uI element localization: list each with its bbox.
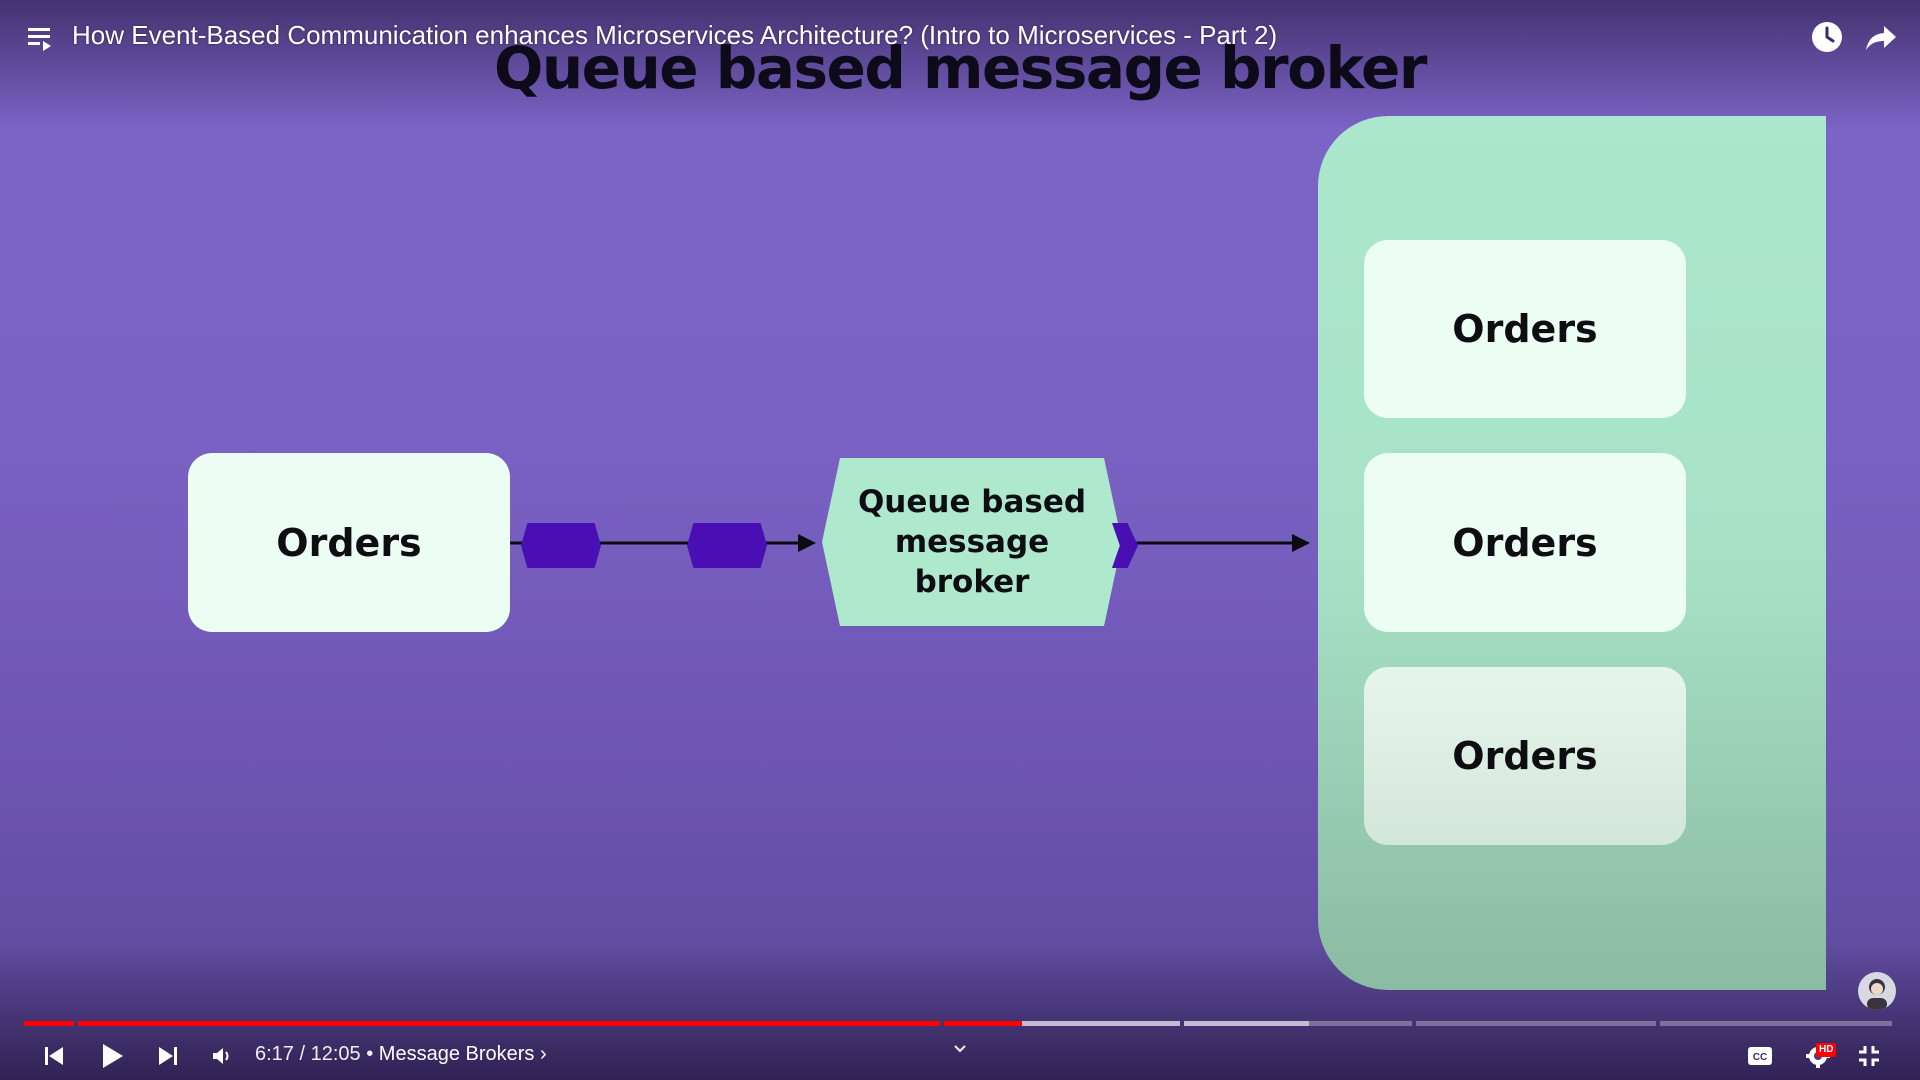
played-fill bbox=[944, 1021, 1022, 1026]
top-gradient-overlay bbox=[0, 0, 1920, 130]
current-time: 6:17 bbox=[255, 1043, 294, 1065]
consumer-orders-box: Orders bbox=[1364, 240, 1686, 418]
watch-later-icon bbox=[1812, 22, 1842, 52]
buffered-fill bbox=[1184, 1021, 1310, 1026]
chapter-segment[interactable] bbox=[1416, 1021, 1656, 1026]
watch-later-button[interactable] bbox=[1808, 18, 1846, 56]
producer-to-broker-arrowhead bbox=[798, 534, 816, 552]
previous-icon bbox=[45, 1047, 63, 1065]
play-icon bbox=[103, 1044, 123, 1068]
channel-avatar[interactable] bbox=[1858, 972, 1896, 1010]
consumer-orders-label: Orders bbox=[1452, 307, 1598, 351]
duration: 12:05 bbox=[310, 1043, 361, 1065]
fullscreen-exit-icon bbox=[1859, 1046, 1879, 1066]
volume-button[interactable] bbox=[206, 1038, 238, 1074]
svg-text:CC: CC bbox=[1753, 1052, 1767, 1063]
next-icon bbox=[159, 1047, 177, 1065]
chapter-separator: • bbox=[360, 1043, 379, 1065]
broker-to-consumers-arrowhead bbox=[1292, 534, 1310, 552]
video-title[interactable]: How Event-Based Communication enhances M… bbox=[72, 20, 1278, 50]
next-button[interactable] bbox=[152, 1038, 184, 1074]
avatar-icon bbox=[1867, 979, 1887, 1010]
captions-button[interactable]: CC bbox=[1744, 1038, 1776, 1074]
progress-bar[interactable] bbox=[24, 1021, 1896, 1026]
consumer-orders-box: Orders bbox=[1364, 453, 1686, 632]
fullscreen-exit-button[interactable] bbox=[1852, 1038, 1886, 1074]
playlist-icon bbox=[28, 28, 51, 51]
time-display: 6:17 / 12:05 • Message Brokers › bbox=[255, 1040, 547, 1068]
buffered-fill bbox=[944, 1021, 1180, 1026]
queue-broker-label: Queue based message broker bbox=[857, 484, 1087, 600]
share-button[interactable] bbox=[1862, 18, 1900, 56]
volume-icon bbox=[213, 1048, 229, 1064]
queue-broker: Queue based message broker bbox=[822, 458, 1122, 626]
chapter-segment[interactable] bbox=[1660, 1021, 1892, 1026]
hd-badge: HD bbox=[1816, 1043, 1837, 1057]
chapter-segment[interactable] bbox=[1184, 1021, 1412, 1026]
chapter-segment[interactable] bbox=[944, 1021, 1180, 1026]
chapter-segment[interactable] bbox=[24, 1021, 74, 1026]
played-fill bbox=[78, 1021, 940, 1026]
chapter-name: Message Brokers bbox=[378, 1043, 535, 1065]
consumer-orders-label: Orders bbox=[1452, 520, 1598, 565]
playlist-button[interactable] bbox=[26, 24, 56, 52]
message-token bbox=[521, 523, 601, 568]
producer-orders-label: Orders bbox=[276, 520, 422, 565]
chapter-segment[interactable] bbox=[78, 1021, 940, 1026]
consumer-orders-box: Orders bbox=[1364, 667, 1686, 845]
time-separator: / bbox=[293, 1043, 311, 1065]
chapter-title-button[interactable]: Message Brokers › bbox=[379, 1043, 547, 1065]
play-button[interactable] bbox=[94, 1038, 130, 1074]
share-icon bbox=[1866, 26, 1896, 50]
chapter-chevron-icon: › bbox=[539, 1043, 547, 1065]
slide-heading: Queue based message broker bbox=[494, 34, 1427, 102]
captions-icon: CC bbox=[1748, 1047, 1772, 1065]
message-token bbox=[687, 523, 767, 568]
consumer-orders-label: Orders bbox=[1452, 734, 1598, 778]
played-fill bbox=[24, 1021, 74, 1026]
chapter-expand-icon bbox=[954, 1045, 966, 1053]
previous-button[interactable] bbox=[38, 1038, 70, 1074]
producer-orders-box: Orders bbox=[188, 453, 510, 632]
chapter-expand-button[interactable] bbox=[946, 1036, 974, 1062]
